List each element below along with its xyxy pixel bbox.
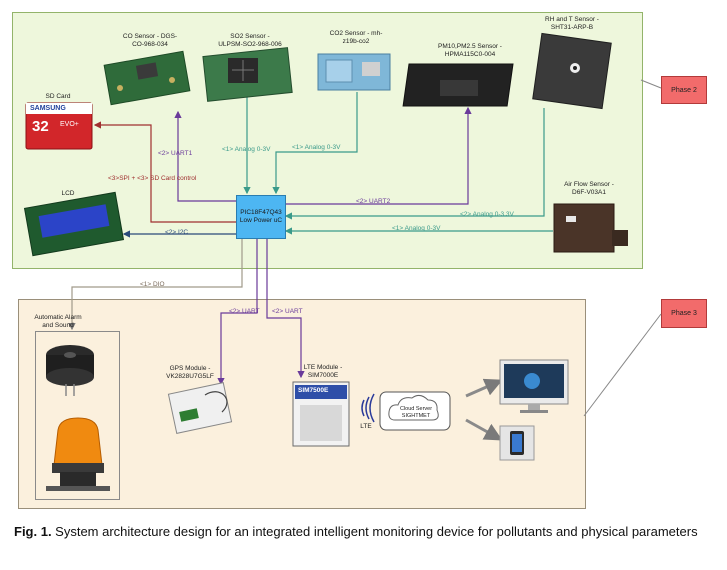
figure-caption: Fig. 1. System architecture design for a… xyxy=(14,523,719,540)
pm-sensor-label-line2: HPMA115C0-004 xyxy=(444,51,496,58)
co-sensor-label-line1: CO Sensor - DGS- xyxy=(122,33,178,40)
wire-spi xyxy=(93,121,242,226)
airflow-sensor-icon xyxy=(553,203,628,253)
rh-sensor-label-line1: RH and T Sensor - xyxy=(545,16,599,23)
so2-sensor-label: SO2 Sensor - ULPSM-SO2-968-006 xyxy=(210,33,290,49)
co2-sensor-board-icon xyxy=(317,53,391,91)
phase3-tag: Phase 3 xyxy=(661,299,707,328)
co-sensor-board-icon xyxy=(103,50,191,106)
sd-size-label: 32 xyxy=(32,118,49,135)
cloud-to-phone-arrow xyxy=(465,418,503,441)
phase2-label: Phase 2 xyxy=(671,86,697,94)
alarm-label: Automatic Alarm and Sound xyxy=(28,314,88,330)
airflow-sensor-label-line1: Air Flow Sensor - xyxy=(564,181,614,188)
cloud-label-line2: SIGHTMET xyxy=(401,413,431,419)
figure-caption-text: System architecture design for an integr… xyxy=(51,524,698,539)
sd-card-label-line1: SD Card xyxy=(45,93,71,100)
lte-label-line2: SIM7000E xyxy=(307,372,339,379)
wire-uart-lte xyxy=(263,231,305,379)
co2-sensor-label: CO2 Sensor - mh- z19b-co2 xyxy=(316,30,396,46)
lte-module-icon xyxy=(292,381,350,447)
analog-co2-label: <1> Analog 0-3V xyxy=(292,144,341,151)
dio-label: <1> DIO xyxy=(140,281,165,288)
analog-rh-label: <2> Analog 0-3.3V xyxy=(460,211,514,218)
rh-sensor-label: RH and T Sensor - SHT31-ARP-B xyxy=(532,16,612,32)
phase2-tag: Phase 2 xyxy=(661,76,707,104)
analog-air-label: <1> Analog 0-3V xyxy=(392,225,441,232)
cloud-to-monitor-arrow xyxy=(465,378,503,398)
pm-sensor-label: PM10,PM2.5 Sensor - HPMA115C0-004 xyxy=(428,43,512,59)
so2-sensor-board-icon xyxy=(202,47,293,102)
co2-sensor-label-line1: CO2 Sensor - mh- xyxy=(329,30,383,37)
gps-label: GPS Module - VK2828U7G5LF xyxy=(156,365,224,381)
gps-label-line2: VK2828U7G5LF xyxy=(166,373,214,380)
sd-card-icon xyxy=(25,102,93,150)
mcu-line1: PIC18F47Q43 xyxy=(240,209,282,216)
lte-link-label: LTE xyxy=(360,423,372,430)
wire-uart-gps xyxy=(217,231,261,386)
analog-so2-label: <1> Analog 0-3V xyxy=(222,146,271,153)
phase3-connector xyxy=(583,313,662,417)
alarm-label-line1: Automatic Alarm xyxy=(34,314,82,321)
lte-chip-label: SIM7500E xyxy=(298,387,329,394)
so2-sensor-label-line1: SO2 Sensor - xyxy=(230,33,270,40)
uart-lte-label: <2> UART xyxy=(272,308,303,315)
figure-number: Fig. 1. xyxy=(14,524,52,539)
i2c-label: <2> I2C xyxy=(165,229,189,236)
beacon-light-icon xyxy=(46,417,110,491)
uart2-label: <2> UART2 xyxy=(356,198,391,205)
mcu-line2: Low Power uC xyxy=(239,217,283,224)
uart1-label: <2> UART1 xyxy=(158,150,193,157)
lcd-icon xyxy=(23,191,125,257)
cloud-label-line1: Cloud Server xyxy=(399,406,433,412)
phone-icon xyxy=(499,425,535,461)
rh-sensor-label-line2: SHT31-ARP-B xyxy=(550,24,594,31)
sd-brand-label: SAMSUNG xyxy=(30,105,66,112)
airflow-sensor-label: Air Flow Sensor - D6F-V03A1 xyxy=(548,181,630,197)
pm-sensor-label-line1: PM10,PM2.5 Sensor - xyxy=(438,43,502,50)
uart-gps-label: <2> UART xyxy=(229,308,260,315)
co-sensor-label: CO Sensor - DGS- CO-968-034 xyxy=(110,33,190,49)
wireless-signal-icon xyxy=(361,393,375,423)
wire-analog-co2 xyxy=(272,92,358,195)
alarm-label-line2: and Sound xyxy=(42,322,74,329)
pm-sensor-icon xyxy=(402,63,514,107)
cloud-server-icon xyxy=(379,391,451,431)
sd-card-label: SD Card xyxy=(38,93,78,101)
airflow-sensor-label-line2: D6F-V03A1 xyxy=(572,189,606,196)
lcd-label-line1: LCD xyxy=(61,190,75,197)
phase3-label: Phase 3 xyxy=(671,310,697,317)
co2-sensor-label-line2: z19b-co2 xyxy=(342,38,370,45)
cloud-label: Cloud Server SIGHTMET xyxy=(395,406,437,420)
buzzer-icon xyxy=(46,345,94,396)
spi-label: <3>SPI + <3> SD Card control xyxy=(108,175,197,182)
co-sensor-label-line2: CO-968-034 xyxy=(132,41,168,48)
lte-label-line1: LTE Module - xyxy=(303,364,343,371)
lte-label: LTE Module - SIM7000E xyxy=(294,364,352,380)
monitor-icon xyxy=(499,359,569,413)
wire-uart2 xyxy=(280,106,472,208)
gps-module-icon xyxy=(167,382,233,434)
wire-analog-rh xyxy=(284,108,545,220)
lcd-label: LCD xyxy=(48,190,88,198)
so2-sensor-label-line2: ULPSM-SO2-968-006 xyxy=(218,41,282,48)
microcontroller-block: PIC18F47Q43 Low Power uC xyxy=(236,195,286,239)
sd-evo-label: EVO+ xyxy=(60,121,79,128)
rh-sensor-icon xyxy=(532,32,612,110)
gps-label-line1: GPS Module - xyxy=(169,365,211,372)
phase2-connector xyxy=(640,79,662,89)
